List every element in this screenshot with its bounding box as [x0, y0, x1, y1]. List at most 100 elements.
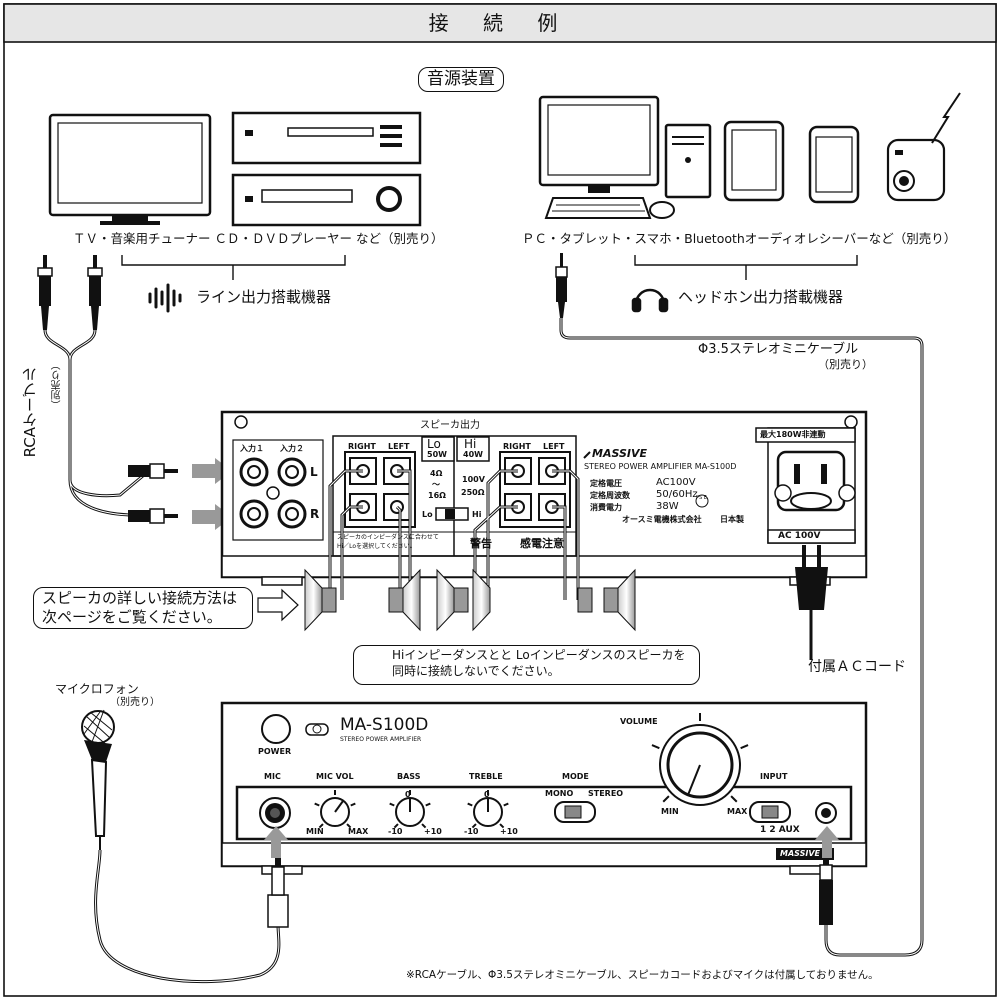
mini-cable-note: （別売り） — [818, 358, 873, 371]
spec-power: 38W — [656, 501, 679, 512]
mini-plug-top-icon — [555, 253, 568, 318]
shock-warning-label: 感電注意 — [520, 537, 564, 550]
lo-right-label: RIGHT — [348, 442, 376, 451]
channel-r-label: R — [310, 507, 320, 521]
input-arrow-icon — [815, 826, 839, 858]
tv-icon — [48, 113, 212, 225]
mic-note: （別売り） — [110, 697, 160, 708]
lo-impedance-3: 16Ω — [428, 491, 446, 500]
knob-tick — [471, 823, 477, 829]
treble-minus10: -10 — [464, 827, 479, 836]
ac-label: AC 100V — [778, 531, 821, 541]
knob-tick — [425, 802, 431, 807]
spec-freq: 50/60Hz — [656, 489, 698, 500]
bass-plus10: +10 — [424, 827, 442, 836]
input-label: INPUT — [760, 772, 788, 781]
lo-impedance-1: 4Ω — [430, 469, 443, 478]
knob-tick — [393, 823, 399, 829]
mini-plug-bottom-icon — [819, 852, 833, 925]
bass-zero: 0 — [405, 790, 411, 799]
front-subtitle: STEREO POWER AMPLIFIER — [340, 736, 422, 743]
lo-watt: 50W — [427, 450, 447, 459]
hi-label: Hi — [464, 437, 477, 451]
made-in-label: 日本製 — [720, 515, 744, 524]
mic-cable-line — [94, 849, 281, 984]
cd-player-icon — [231, 111, 422, 165]
knob-tick — [467, 802, 473, 807]
page-title: 接 続 例 — [428, 11, 572, 35]
impedance-warning-line1: Hiインピーダンスとと Loインピーダンスのスピーカを — [392, 648, 686, 662]
mic-plug-icon — [267, 855, 289, 928]
front-model: MA-S100D — [340, 715, 429, 735]
smartphone-icon — [808, 125, 860, 204]
speaker-note-bubble — [33, 587, 253, 629]
mic-arrow-icon — [264, 826, 288, 858]
lo-left-label: LEFT — [388, 442, 410, 451]
lo-select-label: Lo — [422, 510, 433, 519]
speaker-3-icon — [436, 568, 469, 632]
treble-label: TREBLE — [469, 772, 503, 781]
ac-cord-label: 付属ＡＣコード — [808, 659, 906, 675]
bluetooth-receiver-icon — [886, 92, 961, 202]
impedance-warning-box — [353, 645, 700, 685]
front-brand: MASSIVE — [780, 849, 821, 858]
knob-tick — [346, 823, 352, 829]
hi-watt: 40W — [463, 450, 483, 459]
right-caption-bracket — [634, 255, 858, 280]
speaker-5-icon — [577, 568, 636, 632]
hi-voltage: 100V — [462, 475, 485, 484]
knob-tick — [421, 823, 427, 829]
knob-ticks — [314, 713, 749, 829]
power-label: POWER — [258, 747, 292, 756]
treble-zero: 0 — [484, 790, 490, 799]
pc-icon — [538, 95, 712, 219]
input2-label: 入力２ — [280, 444, 304, 453]
speaker-note-line1: スピーカの詳しい接続方法は — [42, 589, 238, 607]
rear-brand: MASSIVE — [592, 447, 648, 460]
ac-plug-icon — [795, 545, 828, 610]
rca-plug-pair-icon — [37, 255, 103, 330]
maker-label: オースミ電機株式会社 — [622, 515, 702, 524]
left-caption-bracket — [121, 255, 346, 280]
knob-tick — [662, 795, 670, 803]
input-select-labels: 1 2 AUX — [760, 825, 800, 835]
hi-right-label: RIGHT — [503, 442, 531, 451]
rear-model-line: STEREO POWER AMPLIFIER MA-S100D — [584, 462, 737, 471]
lo-hi-caution-2: Hi／Loを選択してください。 — [337, 543, 416, 550]
knob-tick — [389, 802, 395, 807]
hi-impedance: 250Ω — [461, 488, 485, 497]
knob-tick — [350, 802, 356, 807]
mic-vol-label: MIC VOL — [316, 772, 354, 781]
right-devices-caption: ＰＣ・タブレット・スマホ・Bluetoothオーディオレシーバーなど（別売り） — [522, 231, 957, 246]
bass-minus10: -10 — [388, 827, 403, 836]
spec-voltage-label: 定格電圧 — [590, 479, 622, 488]
spec-freq-label: 定格周波数 — [590, 491, 630, 500]
rca-plug-l-icon — [128, 463, 178, 479]
pse-mark: PS E — [696, 495, 707, 501]
knob-tick — [651, 744, 660, 750]
rca-plug-r-icon — [128, 508, 178, 524]
speaker-arrow-icon — [257, 588, 299, 622]
rca-cable-line — [43, 329, 151, 517]
speaker-1-icon — [304, 568, 337, 632]
max-outlet-label: 最大180W非連動 — [760, 430, 826, 439]
spec-power-label: 消費電力 — [590, 503, 622, 512]
hi-left-label: LEFT — [543, 442, 565, 451]
mic-jack-label: MIC — [264, 772, 281, 781]
impedance-warning-line2: 同時に接続しないでください。 — [392, 664, 560, 678]
lo-impedance-2: 〜 — [432, 480, 440, 489]
mini-cable-label: Φ3.5ステレオミニケーブル — [698, 342, 859, 357]
sound-wave-icon — [148, 283, 182, 313]
tuner-icon — [231, 173, 422, 227]
volume-label: VOLUME — [620, 717, 658, 726]
bass-label: BASS — [397, 772, 421, 781]
front-panel — [220, 701, 868, 875]
footnote: ※RCAケーブル、Φ3.5ステレオミニケーブル、スピーカコードおよびマイクは付属… — [406, 969, 879, 981]
volume-min: MIN — [661, 807, 679, 816]
header-bar — [3, 3, 997, 43]
microphone-icon — [81, 709, 115, 850]
input1-label: 入力１ — [240, 444, 264, 453]
speaker-icons — [304, 568, 636, 632]
source-devices-label: 音源装置 — [418, 67, 504, 92]
stereo-label: STEREO — [588, 789, 624, 798]
